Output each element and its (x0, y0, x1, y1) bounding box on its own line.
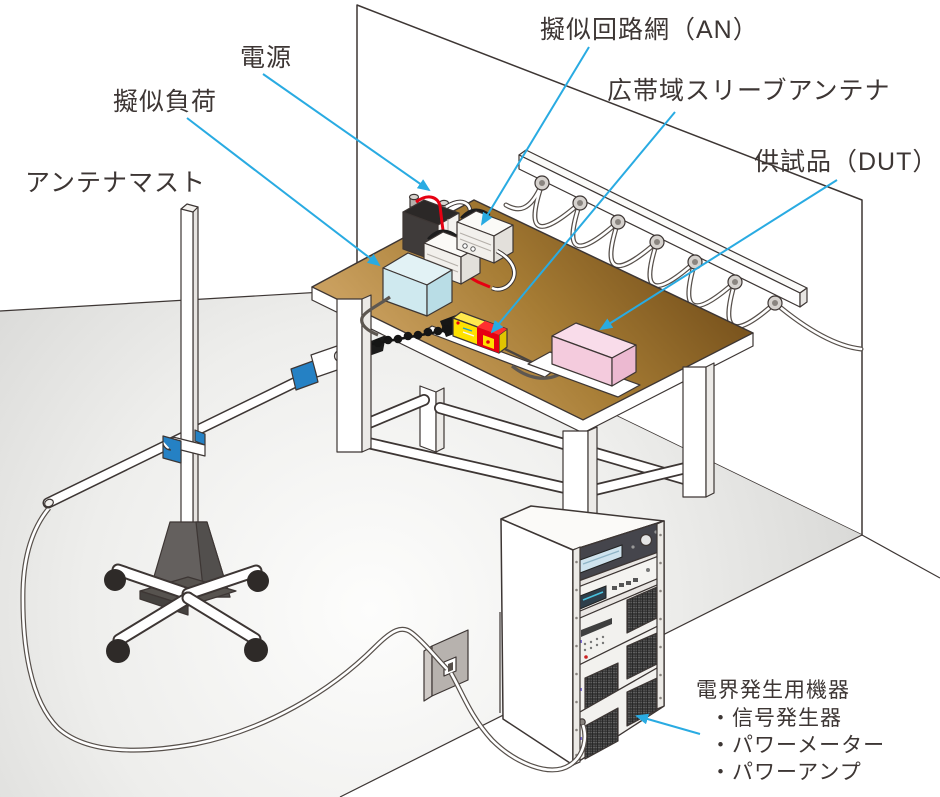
label-power-meter: ・パワーメーター (710, 734, 885, 757)
rack-rails (572, 520, 665, 766)
wall-base-extension (861, 534, 940, 579)
leader-dummy-load (186, 117, 381, 267)
feedthrough-panel (423, 612, 501, 713)
mast-clamp (162, 429, 206, 464)
floor-back-edge (0, 289, 358, 312)
label-field-generator-title: 電界発生用機器 (696, 679, 850, 702)
label-sleeve-antenna: 広帯域スリーブアンテナ (607, 77, 891, 105)
leader-artificial-network (480, 46, 590, 226)
rail-connectors (534, 175, 783, 311)
dummy-load-cable (360, 295, 391, 337)
label-artificial-network: 擬似回路網（AN） (540, 16, 759, 44)
caster-wheels (104, 569, 269, 663)
ferrite-bead-cable (371, 324, 451, 348)
dummy-load-box (382, 252, 453, 317)
label-antenna-mast: アンテナマスト (25, 169, 206, 197)
leader-sleeve-antenna (490, 111, 676, 334)
rack-side (500, 518, 574, 766)
label-signal-generator: ・信号発生器 (710, 707, 842, 730)
label-dummy-load: 擬似負荷 (113, 88, 217, 116)
label-dut: 供試品（DUT） (754, 148, 938, 176)
cable-rail (503, 149, 864, 352)
tripod-legs (111, 563, 263, 647)
power-amp-unit-1 (572, 581, 665, 669)
table-top-edge (311, 286, 754, 434)
leader-power-supply (262, 73, 431, 192)
dut-box (551, 322, 637, 387)
equipment-rack (500, 505, 665, 766)
rack-cable (448, 671, 588, 773)
power-amp-unit-2 (572, 622, 665, 717)
labels: 擬似回路網（AN） 電源 擬似負荷 広帯域スリーブアンテナ 供試品（DUT） ア… (25, 16, 938, 784)
label-field-generator-block: 電界発生用機器 ・信号発生器 ・パワーメーター ・パワーアンプ (696, 679, 885, 784)
mast-post (180, 203, 199, 526)
label-power-supply: 電源 (240, 44, 292, 72)
leader-lines (186, 46, 838, 735)
leader-dut (599, 179, 838, 331)
artificial-network-unit-2 (456, 208, 514, 264)
label-power-amp: ・パワーアンプ (710, 761, 862, 784)
leader-field-generator (635, 713, 701, 735)
table-equipment (360, 193, 641, 398)
mast-coax-cable (20, 506, 449, 753)
signal-generator-unit (572, 520, 665, 584)
boom-clamp-blue (290, 360, 319, 391)
